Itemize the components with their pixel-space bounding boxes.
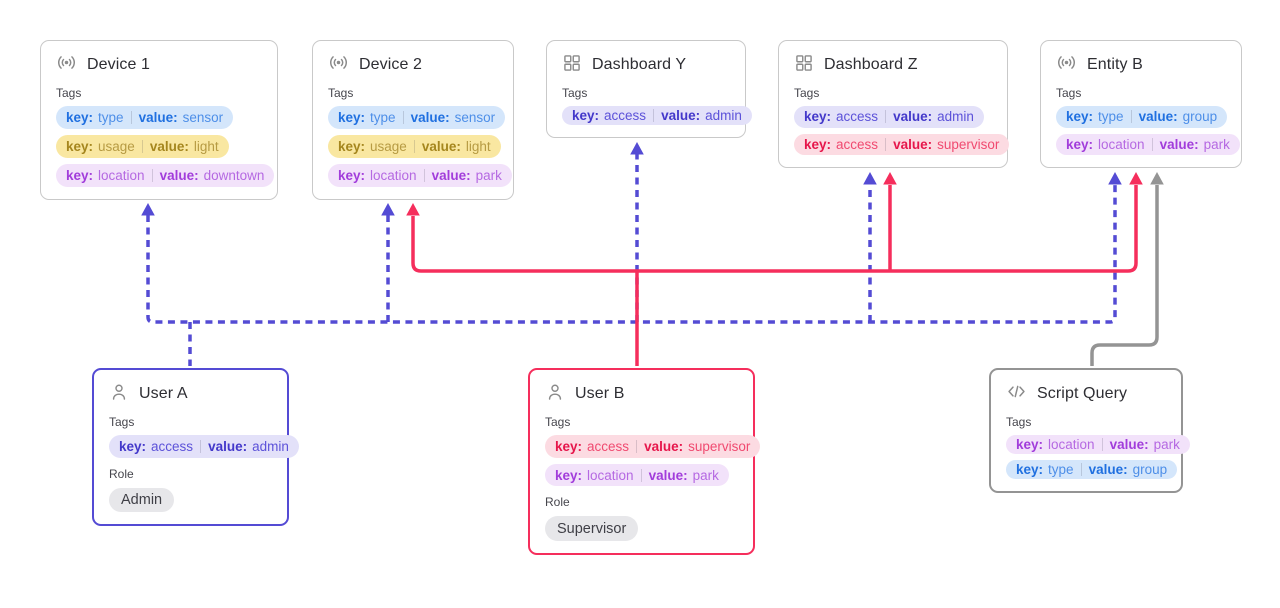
edge-script-entityb	[1090, 185, 1159, 366]
arrowhead-device2-red	[406, 203, 420, 216]
role-pill: Admin	[109, 487, 175, 512]
grid-icon	[794, 53, 814, 78]
arrowhead-device1	[141, 203, 155, 216]
user-a-arrowheads	[141, 142, 1122, 216]
node-title: User A	[139, 385, 188, 402]
user-b-edges	[411, 185, 1138, 366]
person-icon	[109, 382, 129, 407]
script-query-arrowheads	[1150, 172, 1164, 185]
arrowhead-dashboardz-red	[883, 172, 897, 185]
radio-broadcast-icon	[1056, 52, 1077, 78]
radio-broadcast-icon	[328, 52, 349, 78]
node-title: Entity B	[1087, 56, 1143, 73]
tags-label: Tags	[1006, 415, 1032, 429]
tags-label: Tags	[545, 415, 571, 429]
node-title: Dashboard Y	[592, 56, 687, 73]
radio-broadcast-icon	[56, 52, 77, 78]
arrowhead-entityb-gray	[1150, 172, 1164, 185]
tags-label: Tags	[56, 86, 82, 100]
user-b-arrowheads	[406, 172, 1143, 216]
tags-label: Tags	[328, 86, 354, 100]
arrowhead-device2-indigo	[381, 203, 395, 216]
tags-label: Tags	[1056, 86, 1082, 100]
script-query-edges	[1090, 185, 1159, 366]
node-title: Dashboard Z	[824, 56, 918, 73]
edge-usera-trunk	[146, 185, 1117, 324]
role-pill: Supervisor	[545, 516, 639, 541]
edge-userb-trunk	[411, 185, 1138, 273]
node-title: Device 2	[359, 56, 423, 73]
arrowhead-entityb-red	[1129, 172, 1143, 185]
arrowhead-entityb-indigo	[1108, 172, 1122, 185]
role-label: Role	[545, 495, 570, 510]
tags-label: Tags	[794, 86, 820, 100]
user-a-edges	[146, 154, 1117, 366]
code-icon	[1006, 381, 1027, 407]
node-title: Script Query	[1037, 385, 1128, 402]
arrowhead-dashboardz-indigo	[863, 172, 877, 185]
tags-label: Tags	[109, 415, 135, 429]
grid-icon	[562, 53, 582, 78]
tags-label: Tags	[562, 86, 588, 100]
arrowhead-dashboardy	[630, 142, 644, 155]
person-icon	[545, 382, 565, 407]
node-title: User B	[575, 385, 625, 402]
node-title: Device 1	[87, 56, 151, 73]
role-label: Role	[109, 466, 134, 481]
